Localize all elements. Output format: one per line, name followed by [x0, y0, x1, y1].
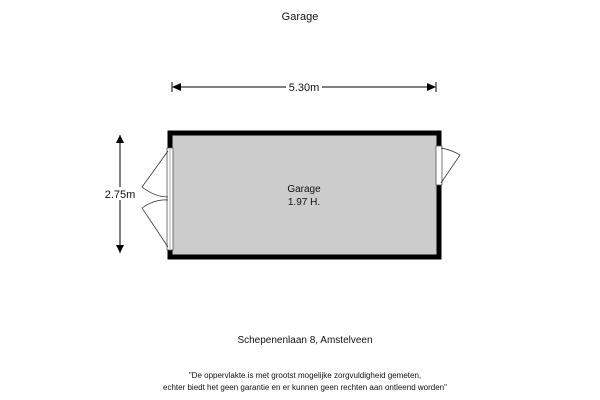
door-swing-icon — [141, 199, 169, 248]
disclaimer-line-2: echter biedt het geen garantie en er kun… — [163, 383, 447, 392]
garage-room: Garage 1.97 H. — [141, 130, 461, 260]
plan-title: Garage — [282, 11, 319, 23]
width-label: 5.30m — [289, 82, 320, 94]
address: Schepenenlaan 8, Amstelveen — [237, 335, 372, 346]
depth-dimension: 2.75m — [102, 135, 138, 253]
disclaimer-line-1: "De oppervlakte is met grootst mogelijke… — [189, 371, 421, 380]
width-dimension: 5.30m — [171, 80, 437, 94]
room-name: Garage — [287, 184, 321, 195]
door — [435, 145, 443, 186]
room-height: 1.97 H. — [288, 197, 320, 208]
depth-label: 2.75m — [105, 189, 136, 201]
door-swing-icon — [141, 150, 169, 198]
door-swing-icon — [440, 147, 461, 184]
